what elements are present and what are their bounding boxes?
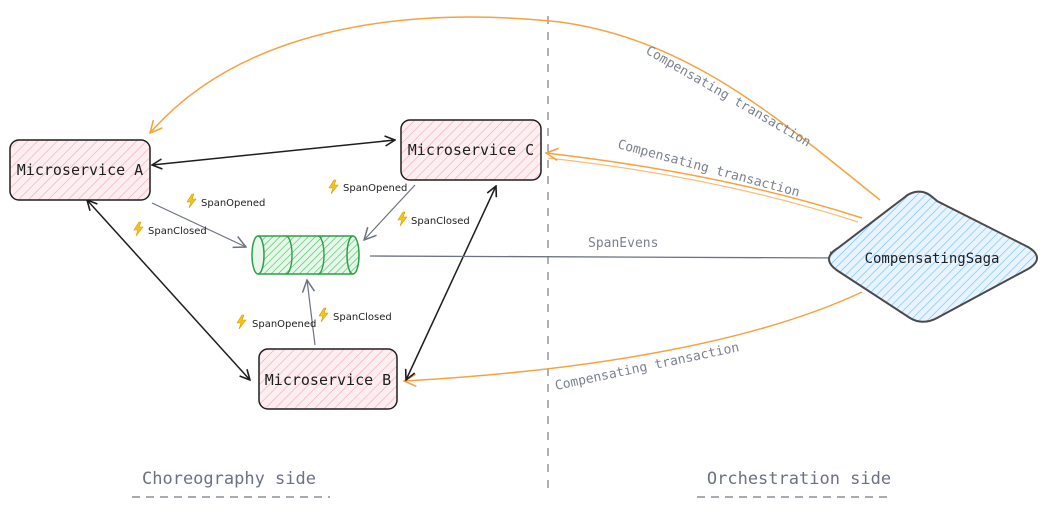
compensating-arrow-to-a <box>150 16 881 201</box>
compensating-saga-label: CompensatingSaga <box>865 251 1000 267</box>
span-closed-a: SpanClosed <box>133 221 207 237</box>
span-closed-c-label: SpanClosed <box>411 216 470 227</box>
span-closed-b-label: SpanClosed <box>333 312 392 323</box>
span-opened-c-label: SpanOpened <box>343 183 407 194</box>
compensating-label-top: Compensating transaction <box>643 43 813 150</box>
microservice-c-label: Microservice C <box>408 141 534 159</box>
arrow-a-c <box>152 140 395 165</box>
arrow-c-b <box>406 186 496 380</box>
lightning-bolt-icon <box>318 307 329 323</box>
compensating-label-b: Compensating transaction <box>554 340 741 394</box>
microservice-a-node[interactable]: Microservice A <box>9 139 151 201</box>
event-queue <box>251 235 360 275</box>
span-opened-c: SpanOpened <box>328 179 407 195</box>
span-opened-a: SpanOpened <box>186 193 265 209</box>
lightning-bolt-icon <box>186 193 197 209</box>
span-closed-a-label: SpanClosed <box>148 226 207 237</box>
span-opened-b-label: SpanOpened <box>252 319 316 330</box>
event-arrow-b-queue <box>307 280 316 346</box>
span-closed-b: SpanClosed <box>318 307 392 323</box>
span-events-label: SpanEvens <box>588 236 658 251</box>
microservice-a-label: Microservice A <box>17 161 143 179</box>
lightning-bolt-icon <box>236 314 247 330</box>
lightning-bolt-icon <box>397 211 408 227</box>
span-opened-b: SpanOpened <box>236 314 316 330</box>
span-closed-c: SpanClosed <box>397 211 470 227</box>
compensating-label-c: Compensating transaction <box>616 137 801 200</box>
event-arrow-a-queue <box>151 202 246 247</box>
event-arrow-c-queue <box>364 184 416 240</box>
lightning-bolt-icon <box>133 221 144 237</box>
orchestration-side-label: Orchestration side <box>707 469 891 489</box>
arrow-a-b <box>87 200 250 380</box>
choreography-side-label: Choreography side <box>142 469 316 489</box>
microservice-c-node[interactable]: Microservice C <box>400 119 542 181</box>
compensating-saga-node[interactable]: CompensatingSaga <box>828 190 1038 323</box>
microservice-b-label: Microservice B <box>265 371 391 389</box>
span-events-arrow <box>369 256 842 258</box>
compensating-arrow-to-c <box>546 153 863 219</box>
lightning-bolt-icon <box>328 179 339 195</box>
span-opened-a-label: SpanOpened <box>201 198 265 209</box>
microservice-b-node[interactable]: Microservice B <box>258 348 398 410</box>
